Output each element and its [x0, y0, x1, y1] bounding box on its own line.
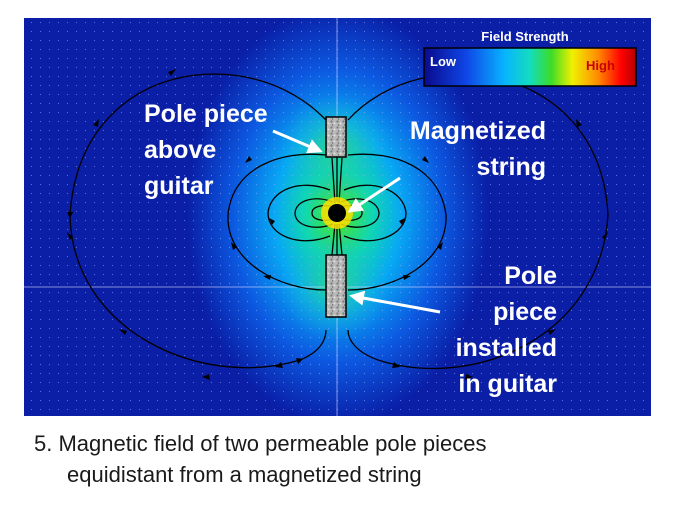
pole-piece-bottom [325, 254, 347, 318]
legend-high-label: High [586, 58, 615, 73]
field-arrow [422, 156, 429, 163]
legend-low-label: Low [430, 54, 456, 69]
legend-title: Field Strength [481, 29, 569, 44]
field-arrow [263, 275, 271, 280]
caption-line-1: 5. Magnetic field of two permeable pole … [34, 431, 487, 456]
label-line: Pole [504, 262, 557, 290]
field-arrow [202, 374, 210, 380]
field-arrow [392, 362, 400, 368]
label-line: Magnetized [409, 117, 546, 145]
field-line-outer-left [66, 73, 327, 369]
field-arrow [576, 119, 582, 127]
field-arrow [245, 156, 252, 163]
field-arrow [548, 329, 556, 335]
field-arrow [403, 275, 411, 280]
field-arrow [119, 329, 127, 335]
pointer-arrows [272, 129, 441, 314]
field-arrow [275, 362, 283, 368]
field-line-inner-right [343, 184, 407, 242]
label-line: above [144, 136, 217, 164]
field-arrow [437, 242, 443, 250]
label-line: piece [493, 298, 557, 326]
field-line-diag-3 [331, 223, 336, 256]
field-arrow [602, 232, 608, 240]
pointer-arrow-pole-installed [349, 290, 441, 314]
field-line-diag-4 [338, 223, 343, 256]
label-line: guitar [144, 172, 214, 200]
label-line: string [476, 153, 546, 181]
label-line: Pole piece [144, 100, 268, 128]
label-pole-installed: Pole piece installed in guitar [430, 258, 557, 402]
field-arrow [93, 119, 99, 127]
label-magnetized-string: Magnetized string [388, 113, 546, 185]
magnetized-string [328, 204, 346, 222]
field-line-diag-2 [338, 157, 343, 204]
field-line-mid-right [347, 153, 447, 291]
label-pole-above: Pole piece above guitar [144, 96, 268, 204]
field-arrow [168, 69, 176, 76]
field-line-core-left [294, 198, 334, 228]
field-arrow [399, 218, 405, 225]
pointer-arrow-string [347, 176, 401, 213]
field-line-inner-left [267, 184, 331, 242]
figure-caption: 5. Magnetic field of two permeable pole … [34, 428, 654, 490]
field-line-mid-left [227, 153, 327, 291]
field-arrow [269, 218, 275, 225]
field-line-diag-1 [331, 157, 336, 204]
caption-line-2: equidistant from a magnetized string [67, 462, 422, 487]
label-line: installed [455, 334, 557, 362]
label-line: in guitar [458, 370, 557, 398]
field-arrow [231, 242, 237, 250]
legend-frame [423, 47, 637, 87]
pointer-arrow-pole-above [272, 129, 323, 154]
field-arrow [67, 232, 73, 240]
pole-piece-top [325, 116, 347, 158]
field-arrow [465, 374, 473, 380]
